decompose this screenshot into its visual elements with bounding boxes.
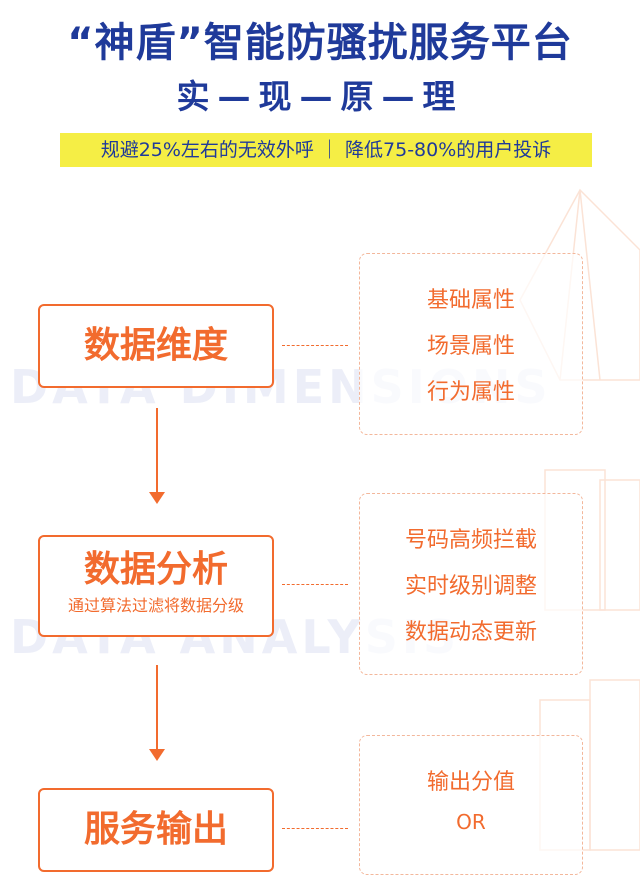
step-title: 服务输出 [83,809,228,850]
detail-item: 输出分值 [426,770,515,795]
connector-line [282,584,348,585]
step-box-service-output: 服务输出 [38,788,274,872]
tagline: 规避25%左右的无效外呼 ｜ 降低75-80%的用户投诉 [100,139,552,161]
step-box-data-dimension: 数据维度 [38,304,274,388]
step-box-data-analysis: 数据分析 通过算法过滤将数据分级 [38,535,274,637]
detail-box-data-dimension: 基础属性 场景属性 行为属性 [359,253,583,435]
flow-arrow-line [156,665,158,749]
flow-arrow-icon [149,492,165,504]
detail-item: 数据动态更新 [404,620,537,645]
detail-box-data-analysis: 号码高频拦截 实时级别调整 数据动态更新 [359,493,583,675]
step-title: 数据维度 [83,325,228,366]
detail-item: 实时级别调整 [404,574,537,599]
connector-line [282,828,348,829]
detail-item: OR [456,810,486,834]
page-title: “神盾”智能防骚扰服务平台 [67,20,573,66]
detail-item: 号码高频拦截 [404,528,537,553]
detail-box-service-output: 输出分值 OR [359,735,583,875]
step-subtitle: 通过算法过滤将数据分级 [67,596,244,615]
detail-item: 行为属性 [426,380,515,405]
flow-arrow-line [156,408,158,492]
step-title: 数据分析 [83,549,228,590]
connector-line [282,345,348,346]
detail-item: 基础属性 [426,288,515,313]
page-subtitle: 实—现—原—理 [176,77,464,116]
tagline-highlight [60,133,592,167]
flow-arrow-icon [149,749,165,761]
detail-item: 场景属性 [426,334,515,359]
